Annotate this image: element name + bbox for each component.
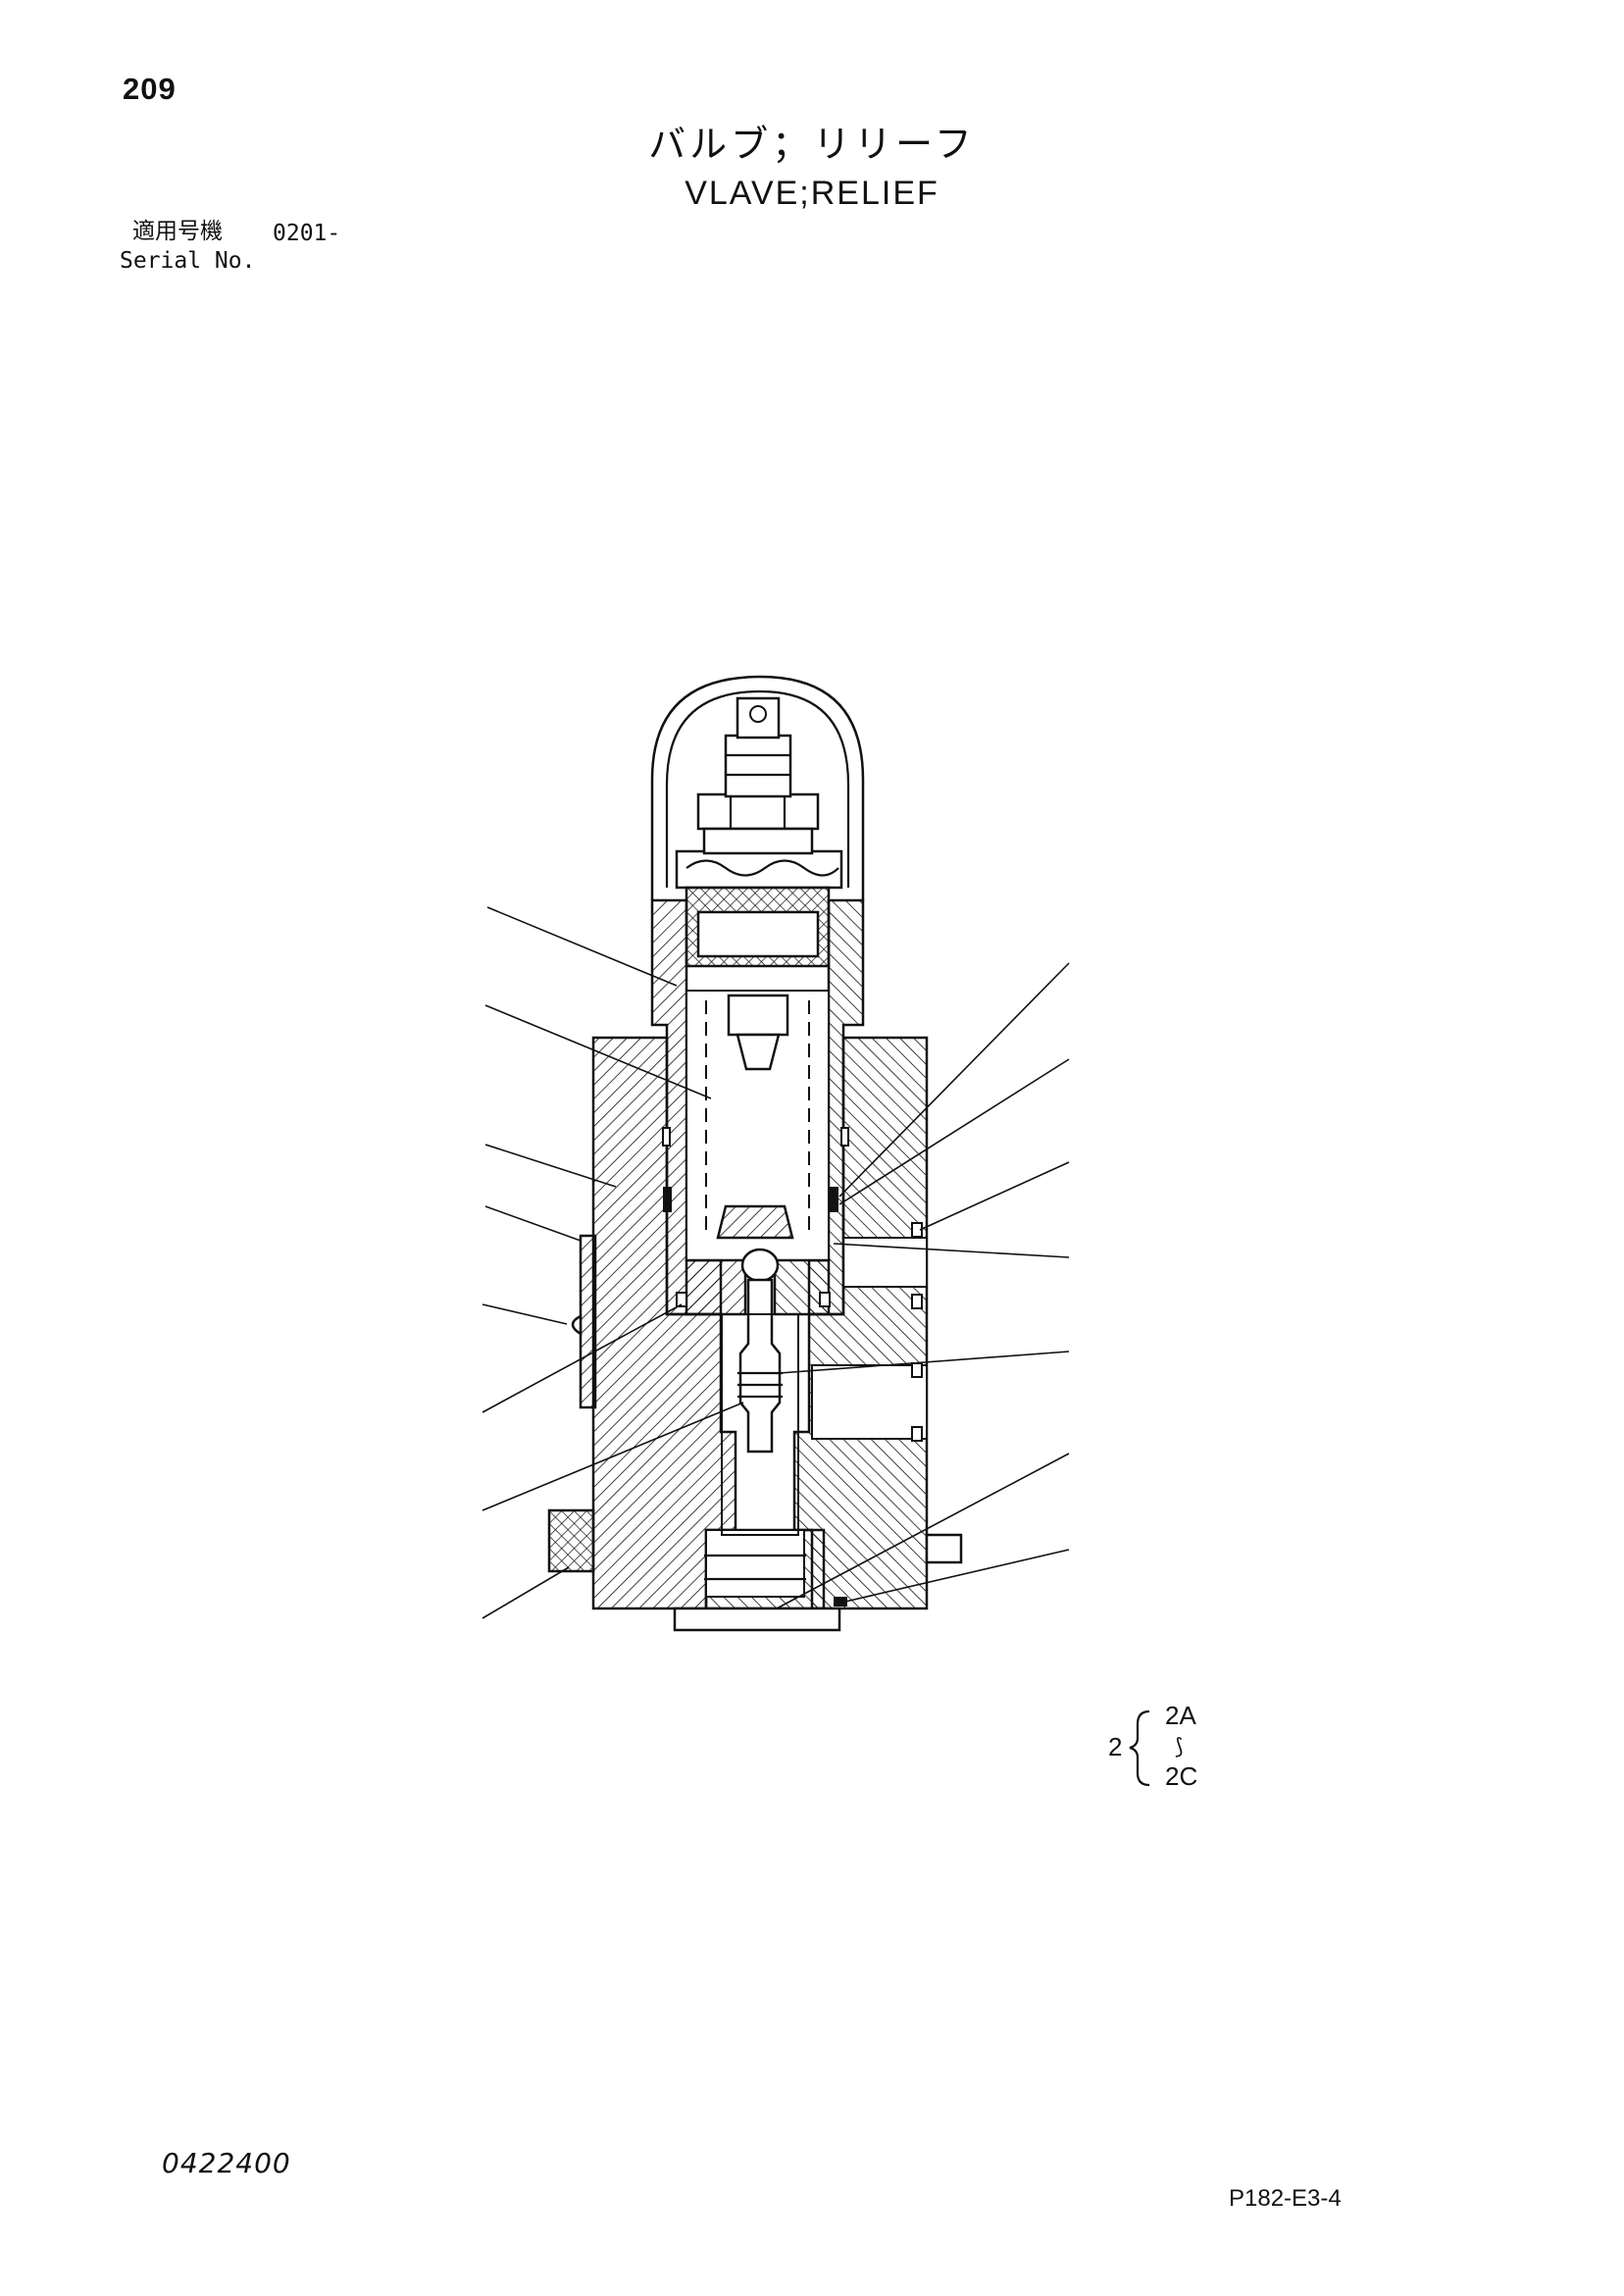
group-range-mark: ⟆: [1175, 1734, 1184, 1759]
serial-value: 0201-: [273, 221, 341, 246]
page-code: P182-E3-4: [1229, 2185, 1342, 2212]
title-japanese: バルブ；リリーフ: [648, 123, 976, 166]
serial-label-japanese: 適用号機: [132, 219, 223, 244]
page-number: 209: [123, 72, 177, 106]
group-from: 2A: [1165, 1701, 1196, 1730]
leader-lines: [482, 906, 1070, 1619]
group-parent: 2: [1108, 1732, 1122, 1761]
part-group-note: 2 2A ⟆ 2C: [1108, 1701, 1197, 1791]
valve-body: [547, 898, 963, 1632]
group-to: 2C: [1165, 1761, 1197, 1791]
serial-label-english: Serial No.: [120, 248, 256, 274]
document-number: 0422400: [162, 2147, 291, 2179]
valve-cap: [650, 675, 865, 968]
title-english: VLAVE;RELIEF: [685, 175, 939, 212]
